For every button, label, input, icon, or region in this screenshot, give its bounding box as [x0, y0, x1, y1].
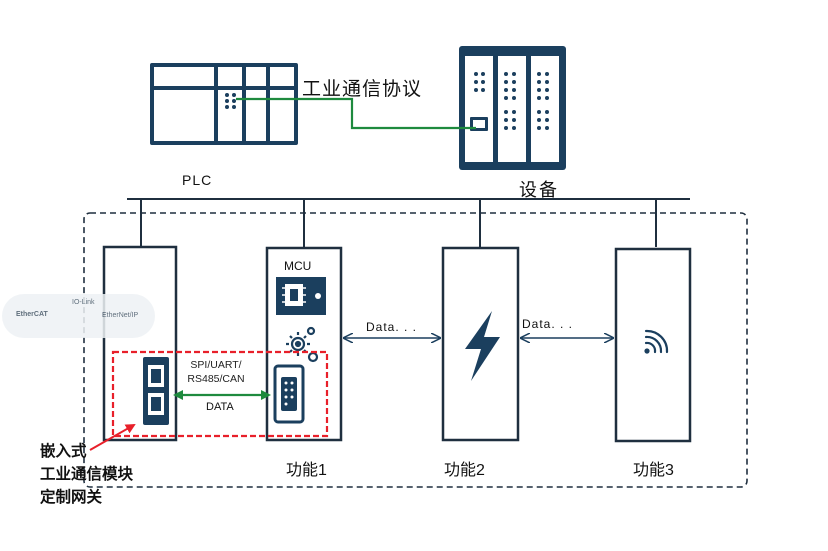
data-link-1-label: Data. . .	[366, 320, 418, 334]
plc-label: PLC	[182, 172, 213, 188]
lightning-icon	[465, 311, 500, 381]
gear-icon	[286, 326, 319, 363]
embedded-caption-line-2: 工业通信模块	[40, 466, 134, 483]
logo-ethernet-ip: EtherNet/IP	[102, 312, 139, 319]
mcu-label: MCU	[284, 259, 312, 273]
highlight-arrow	[89, 424, 136, 451]
protocol-label: 工业通信协议	[302, 79, 423, 100]
data-local-label: DATA	[206, 401, 234, 413]
comm-module-icon	[143, 357, 169, 425]
logo-ethercat: EtherCAT	[16, 311, 48, 318]
function-1-label: 功能1	[286, 462, 327, 479]
interface-label: SPI/UART/ RS485/CAN	[187, 359, 245, 385]
protocol-logos: EtherCAT IO-Link EtherNet/IP	[2, 294, 155, 338]
device-rack-icon	[459, 46, 566, 170]
device-label: 设备	[519, 180, 559, 200]
embedded-module-caption: 嵌入式 工业通信模块 定制网关	[40, 440, 133, 509]
function-2-label: 功能2	[444, 462, 485, 479]
protocol-link	[236, 97, 476, 130]
function-3-label: 功能3	[633, 462, 674, 479]
serial-port-icon	[273, 364, 305, 424]
data-link-2-label: Data. . .	[522, 317, 574, 331]
highlight-box	[111, 350, 329, 438]
embedded-caption-line-1: 嵌入式	[40, 443, 87, 460]
system-boundary	[83, 212, 748, 488]
embedded-caption-line-3: 定制网关	[40, 489, 103, 506]
wireless-icon	[644, 329, 669, 354]
plc-rack-icon	[150, 63, 298, 145]
chip-icon	[276, 277, 326, 315]
logo-io-link: IO-Link	[72, 299, 95, 306]
